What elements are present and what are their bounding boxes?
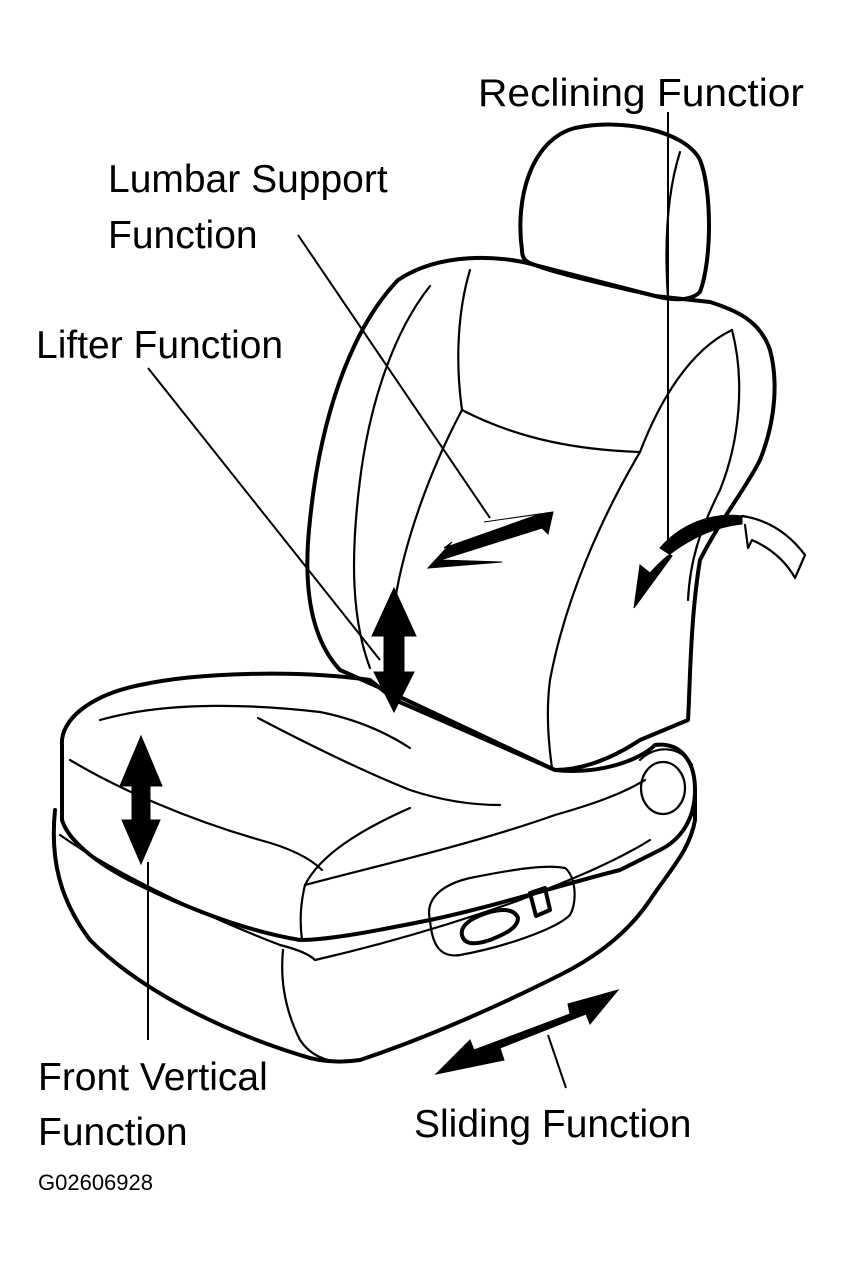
lumbar-support-label-line2: Function: [108, 214, 258, 257]
sliding-function-label: Sliding Function: [414, 1103, 692, 1146]
reclining-arrow-icon: [633, 514, 807, 609]
lumbar-support-label-line1: Lumbar Support: [108, 158, 388, 201]
front-vertical-label-line2: Function: [38, 1111, 188, 1154]
lifter-arrow-icon: [371, 586, 417, 714]
sliding-arrow-icon: [434, 989, 620, 1075]
labels: Reclining Functior Lumbar Support Functi…: [36, 72, 804, 1195]
headrest: [518, 122, 711, 302]
lifter-function-label: Lifter Function: [36, 324, 283, 367]
lumbar-support-arrow-icon: [426, 511, 554, 569]
figure-code: G02606928: [38, 1170, 153, 1195]
function-arrows: [119, 511, 807, 1075]
front-vertical-label-line1: Front Vertical: [38, 1056, 268, 1099]
seat-illustration: [51, 122, 777, 1064]
reclining-function-label: Reclining Functior: [478, 72, 804, 115]
seat-back: [305, 255, 777, 772]
seat-cushion: [59, 671, 697, 942]
leader-lines: [147, 112, 669, 1089]
front-vertical-arrow-icon: [119, 734, 163, 866]
seat-base: [51, 748, 697, 1064]
